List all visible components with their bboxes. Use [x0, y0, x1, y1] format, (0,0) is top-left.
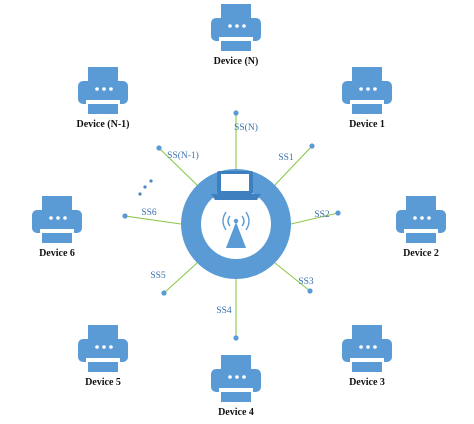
link-ss-2: SS2: [290, 210, 341, 225]
link-endpoint-dot: [309, 143, 315, 149]
device-1: Device 1: [342, 67, 392, 130]
link-line: [274, 145, 313, 186]
link-endpoint-dot: [307, 288, 313, 294]
ellipsis-dot: [149, 179, 153, 183]
link-endpoint-dot: [156, 145, 162, 151]
link-line: [274, 262, 311, 292]
link-line: [163, 262, 198, 294]
device-label: Device 2: [403, 248, 439, 259]
link-ss-n-1: SS(N-1): [156, 145, 199, 186]
laptop-icon: [211, 171, 261, 200]
printer-icon: [211, 355, 261, 402]
link-line: [290, 212, 339, 225]
ellipsis-dot: [143, 185, 147, 189]
device-label: Device (N-1): [76, 119, 129, 130]
printer-icon: [78, 67, 128, 114]
link-ss-5: SS5: [150, 262, 198, 296]
link-label: SS5: [150, 271, 166, 281]
device-3: Device 3: [342, 325, 392, 388]
link-ss-3: SS3: [274, 262, 314, 294]
device-n-1: Device (N-1): [76, 67, 130, 130]
link-label: SS(N): [234, 122, 258, 133]
link-line: [124, 215, 182, 225]
device-label: Device 3: [349, 377, 385, 388]
link-ss-1: SS1: [274, 143, 315, 186]
printer-icon: [342, 325, 392, 372]
link-endpoint-dot: [233, 335, 239, 341]
device-label: Device (N): [214, 56, 259, 67]
more-links-ellipsis: [138, 179, 153, 196]
link-endpoint-dot: [233, 110, 239, 116]
link-ss-4: SS4: [216, 279, 239, 341]
device-label: Device 4: [218, 407, 254, 418]
device-n: Device (N): [211, 4, 261, 67]
device-2: Device 2: [396, 196, 446, 259]
ellipsis-dot: [138, 192, 142, 196]
link-endpoint-dot: [335, 210, 341, 216]
device-label: Device 1: [349, 119, 385, 130]
device-5: Device 5: [78, 325, 128, 388]
printer-icon: [211, 4, 261, 51]
central-hub: [181, 169, 291, 279]
link-label: SS(N-1): [167, 150, 199, 161]
printer-icon: [342, 67, 392, 114]
link-label: SS1: [278, 153, 294, 163]
link-label: SS4: [216, 306, 232, 316]
link-endpoint-dot: [161, 290, 167, 296]
link-endpoint-dot: [122, 213, 128, 219]
printer-icon: [396, 196, 446, 243]
devices-layer: Device (N) Device 1 Device 2 Device 3 Device…: [32, 4, 446, 418]
link-label: SS6: [141, 208, 157, 218]
link-label: SS2: [314, 210, 330, 220]
device-6: Device 6: [32, 196, 82, 259]
printer-icon: [32, 196, 82, 243]
link-label: SS3: [298, 277, 314, 287]
device-label: Device 5: [85, 377, 121, 388]
link-line: [158, 147, 198, 186]
link-ss-6: SS6: [122, 208, 182, 225]
device-label: Device 6: [39, 248, 75, 259]
antenna-icon: [222, 211, 250, 248]
link-ss-n: SS(N): [233, 110, 258, 169]
printer-icon: [78, 325, 128, 372]
device-4: Device 4: [211, 355, 261, 418]
